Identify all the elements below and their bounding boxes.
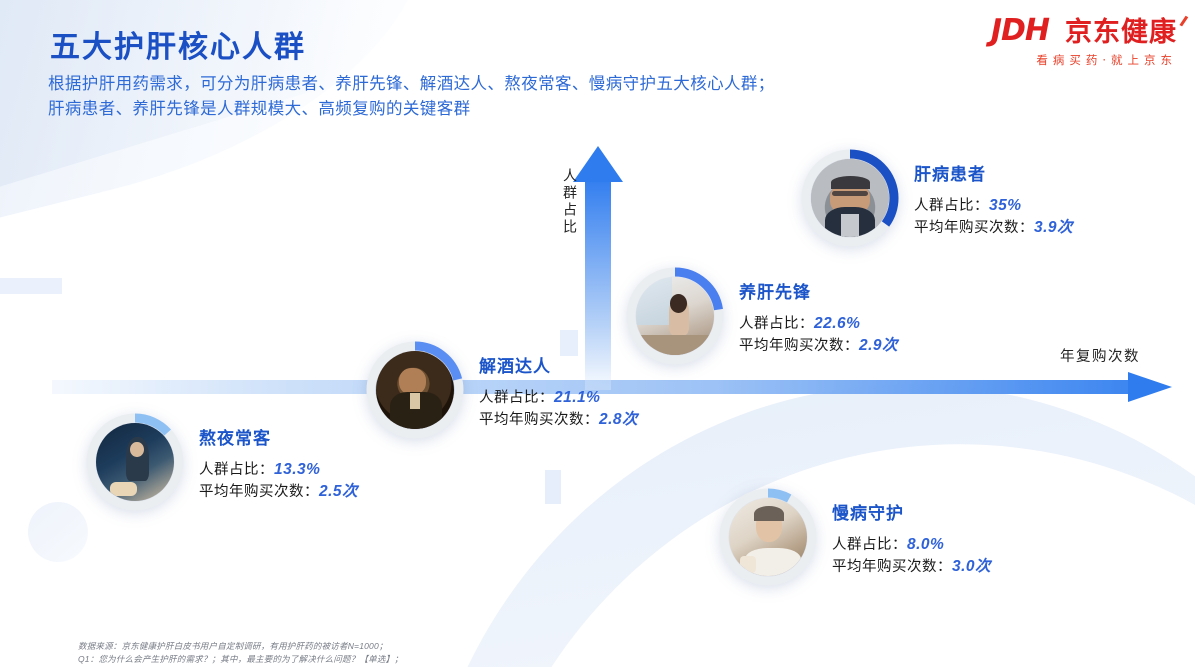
persona-info: 解酒达人人群占比：21.1%平均年购买次数：2.8次 <box>479 340 638 431</box>
persona-stats: 人群占比：8.0%平均年购买次数：3.0次 <box>832 534 991 578</box>
persona-share-label: 人群占比： <box>914 198 989 214</box>
persona-donut <box>800 148 900 248</box>
persona-name: 慢病守护 <box>832 504 904 524</box>
persona-stats: 人群占比：35%平均年购买次数：3.9次 <box>914 195 1073 239</box>
y-axis-bar <box>585 176 611 390</box>
persona-name: 养肝先锋 <box>739 283 811 303</box>
persona-donut <box>718 487 818 587</box>
footnote-line-1: 数据来源：京东健康护肝白皮书用户自定制调研，有用护肝药的被访者N=1000； <box>78 641 388 651</box>
persona-node[interactable]: 慢病守护人群占比：8.0%平均年购买次数：3.0次 <box>718 487 991 587</box>
footnote: 数据来源：京东健康护肝白皮书用户自定制调研，有用护肝药的被访者N=1000； Q… <box>78 640 778 665</box>
persona-share-label: 人群占比： <box>739 316 814 332</box>
persona-share-row: 人群占比：21.1% <box>479 387 638 409</box>
persona-freq-value: 2.5次 <box>319 483 359 500</box>
x-axis-arrowhead-icon <box>1128 372 1172 402</box>
persona-share-row: 人群占比：8.0% <box>832 534 991 556</box>
persona-name: 解酒达人 <box>479 357 551 377</box>
y-axis-label: 人群占比 <box>562 168 578 236</box>
persona-freq-row: 平均年购买次数：3.9次 <box>914 217 1073 239</box>
persona-stats: 人群占比：21.1%平均年购买次数：2.8次 <box>479 387 638 431</box>
persona-node[interactable]: 养肝先锋人群占比：22.6%平均年购买次数：2.9次 <box>625 266 898 366</box>
persona-share-value: 13.3% <box>274 461 321 478</box>
y-axis-arrow <box>573 146 623 390</box>
persona-freq-label: 平均年购买次数： <box>914 220 1034 236</box>
persona-name: 熬夜常客 <box>199 429 271 449</box>
persona-node[interactable]: 熬夜常客人群占比：13.3%平均年购买次数：2.5次 <box>85 412 358 512</box>
y-axis-arrowhead-icon <box>573 146 623 182</box>
persona-node[interactable]: 解酒达人人群占比：21.1%平均年购买次数：2.8次 <box>365 340 638 440</box>
persona-photo <box>811 159 889 237</box>
persona-photo <box>729 498 807 576</box>
persona-donut <box>365 340 465 440</box>
persona-info: 养肝先锋人群占比：22.6%平均年购买次数：2.9次 <box>739 266 898 357</box>
persona-stats: 人群占比：22.6%平均年购买次数：2.9次 <box>739 313 898 357</box>
brand-logo: JDH 京东健康 看病买药·就上京东 <box>990 10 1189 68</box>
persona-share-row: 人群占比：35% <box>914 195 1073 217</box>
page-title: 五大护肝核心人群 <box>50 30 306 65</box>
background-circle-left <box>28 502 88 562</box>
persona-freq-label: 平均年购买次数： <box>739 338 859 354</box>
persona-freq-label: 平均年购买次数： <box>479 412 599 428</box>
persona-share-row: 人群占比：13.3% <box>199 459 358 481</box>
persona-share-label: 人群占比： <box>832 537 907 553</box>
persona-freq-label: 平均年购买次数： <box>199 484 319 500</box>
persona-share-label: 人群占比： <box>199 462 274 478</box>
logo-mark-text: JDH <box>990 13 1050 48</box>
subtitle-line-2: 肝病患者、养肝先锋是人群规模大、高频复购的关键客群 <box>48 100 471 118</box>
subtitle-line-1: 根据护肝用药需求，可分为肝病患者、养肝先锋、解酒达人、熬夜常客、慢病守护五大核心… <box>48 75 775 93</box>
persona-node[interactable]: 肝病患者人群占比：35%平均年购买次数：3.9次 <box>800 148 1073 248</box>
persona-donut <box>625 266 725 366</box>
persona-share-row: 人群占比：22.6% <box>739 313 898 335</box>
x-axis-label: 年复购次数 <box>1060 349 1140 365</box>
persona-freq-row: 平均年购买次数：3.0次 <box>832 556 991 578</box>
persona-photo <box>636 277 714 355</box>
persona-name: 肝病患者 <box>914 165 986 185</box>
persona-share-value: 35% <box>989 197 1022 214</box>
background-strip-center-lower <box>545 470 561 504</box>
persona-freq-value: 3.0次 <box>952 558 992 575</box>
persona-freq-value: 2.8次 <box>599 411 639 428</box>
logo-tagline: 看病买药·就上京东 <box>1036 53 1177 67</box>
persona-share-value: 21.1% <box>554 389 601 406</box>
persona-freq-row: 平均年购买次数：2.9次 <box>739 335 898 357</box>
footnote-line-2: Q1：您为什么会产生护肝的需求？；其中，最主要的为了解决什么问题？【单选】； <box>78 653 403 664</box>
persona-photo <box>376 351 454 429</box>
persona-freq-row: 平均年购买次数：2.5次 <box>199 481 358 503</box>
persona-info: 肝病患者人群占比：35%平均年购买次数：3.9次 <box>914 148 1073 239</box>
persona-share-value: 22.6% <box>814 315 861 332</box>
persona-photo <box>96 423 174 501</box>
background-strip-left <box>0 278 62 294</box>
logo-brand-name: 京东健康 <box>1065 17 1177 48</box>
persona-freq-value: 2.9次 <box>859 337 899 354</box>
logo-row: JDH 京东健康 <box>990 10 1189 48</box>
persona-info: 慢病守护人群占比：8.0%平均年购买次数：3.0次 <box>832 487 991 578</box>
persona-stats: 人群占比：13.3%平均年购买次数：2.5次 <box>199 459 358 503</box>
persona-share-value: 8.0% <box>907 536 945 553</box>
persona-freq-label: 平均年购买次数： <box>832 559 952 575</box>
persona-freq-row: 平均年购买次数：2.8次 <box>479 409 638 431</box>
persona-freq-value: 3.9次 <box>1034 219 1074 236</box>
persona-donut <box>85 412 185 512</box>
persona-info: 熬夜常客人群占比：13.3%平均年购买次数：2.5次 <box>199 412 358 503</box>
page-subtitle: 根据护肝用药需求，可分为肝病患者、养肝先锋、解酒达人、熬夜常客、慢病守护五大核心… <box>48 72 948 122</box>
persona-share-label: 人群占比： <box>479 390 554 406</box>
background-strip-center-upper <box>560 330 578 356</box>
